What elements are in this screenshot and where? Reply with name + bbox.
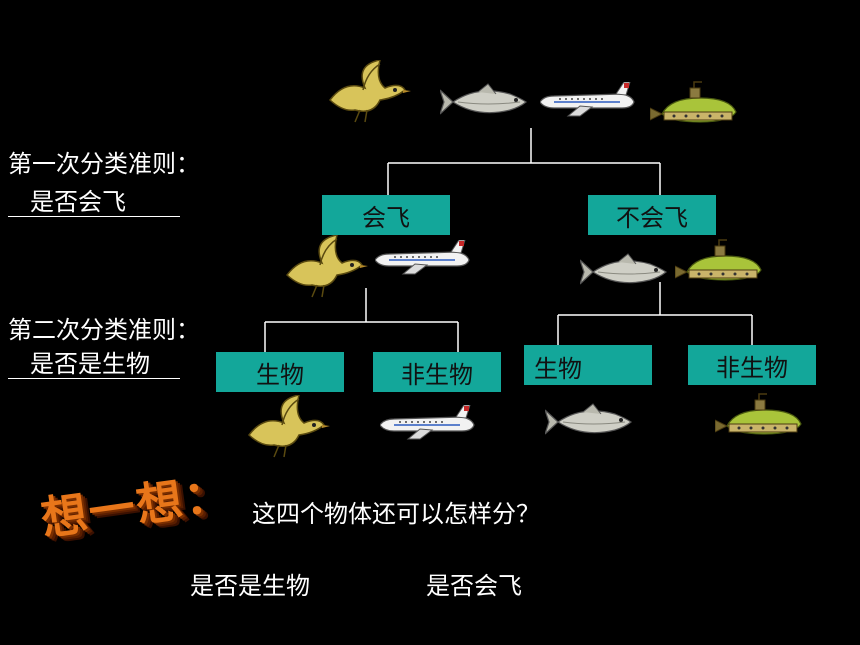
think-question: 这四个物体还可以怎样分？ — [252, 500, 540, 528]
answer-option-living: 是否是生物 — [190, 572, 310, 600]
fish-icon — [440, 83, 527, 115]
plane-icon — [375, 240, 470, 275]
fish-icon — [545, 403, 632, 435]
box-fly: 会飞 — [322, 195, 450, 235]
plane-icon — [380, 405, 475, 440]
second-criterion-value: 是否是生物 — [8, 350, 180, 379]
box-nonliving-left: 非生物 — [373, 352, 501, 392]
bird-icon — [286, 235, 369, 298]
plane-icon — [540, 82, 635, 117]
box-living-right: 生物 — [524, 345, 652, 385]
answer-option-fly: 是否会飞 — [426, 572, 522, 600]
first-criterion-value: 是否会飞 — [8, 188, 180, 217]
box-living-left: 生物 — [216, 352, 344, 392]
bird-icon — [329, 60, 412, 123]
box-no-fly: 不会飞 — [588, 195, 716, 235]
box-nonliving-right: 非生物 — [688, 345, 816, 385]
submarine-icon — [715, 393, 802, 435]
submarine-icon — [650, 81, 737, 123]
first-criterion-title: 第一次分类准则： — [8, 150, 200, 178]
second-criterion-title: 第二次分类准则： — [8, 316, 200, 344]
fish-icon — [580, 253, 667, 285]
bird-icon — [248, 395, 331, 458]
submarine-icon — [675, 239, 762, 281]
